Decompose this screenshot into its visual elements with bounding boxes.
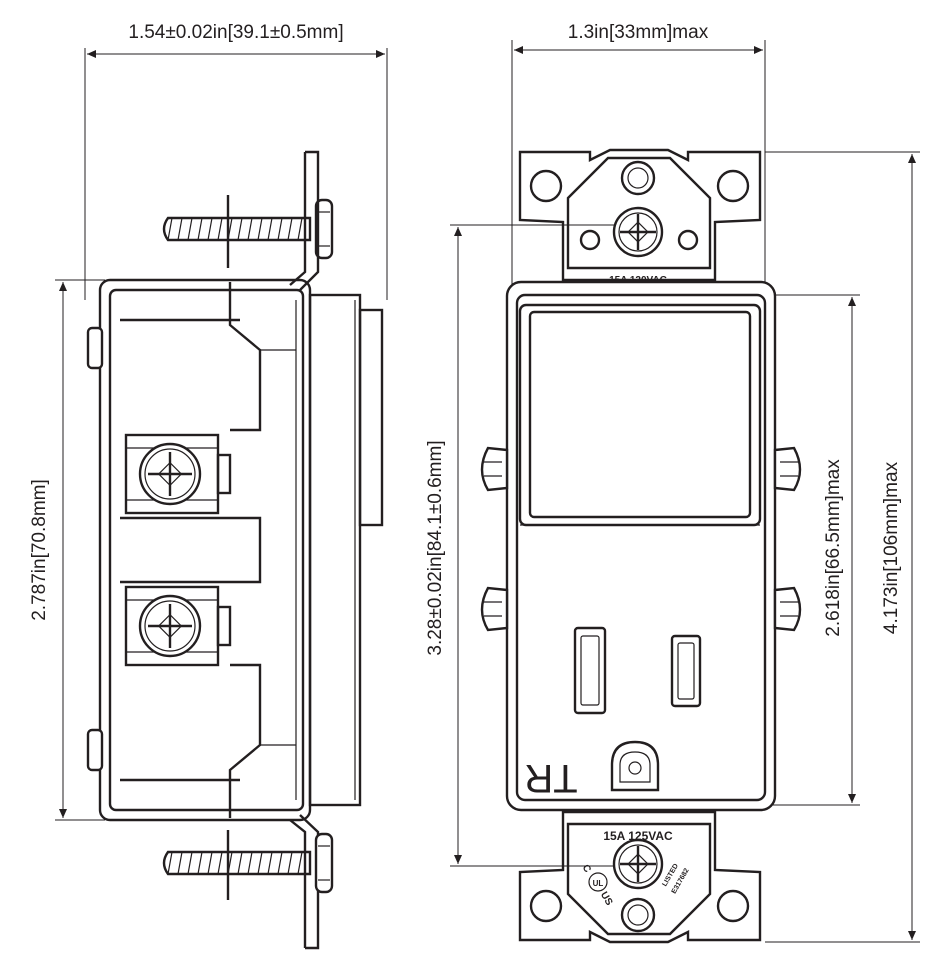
mount-spacing-label: 3.28±0.02in[84.1±0.6mm] (425, 440, 446, 655)
cert-us-label: US (598, 890, 615, 908)
dim-front-width: 1.3in[33mm]max (511, 22, 766, 300)
upper-mounting-screw (162, 195, 334, 268)
top-mounting-strap: 15A 120VAC (518, 148, 762, 286)
lower-terminal (124, 585, 232, 667)
cert-c-label: C (580, 863, 593, 875)
switch-rating-label: 15A 120VAC (609, 275, 667, 286)
side-height-label: 2.787in[70.8mm] (29, 479, 50, 621)
overall-height-label: 4.173in[106mm]max (881, 461, 902, 634)
front-width-label: 1.3in[33mm]max (568, 22, 709, 43)
outlet-rating-label: 15A 125VAC (603, 829, 673, 843)
dim-side-height: 2.787in[70.8mm] (29, 279, 105, 821)
side-housing (86, 278, 384, 822)
tamper-resistant-mark: TR (524, 756, 577, 800)
rocker-switch (518, 303, 762, 527)
dim-overall-height: 4.173in[106mm]max (765, 151, 920, 943)
dim-mount-spacing: 3.28±0.02in[84.1±0.6mm] (425, 224, 640, 867)
dim-side-width: 1.54±0.02in[39.1±0.5mm] (84, 22, 388, 300)
bottom-mounting-strap: 15A 125VAC C UL US LISTED E317682 (518, 810, 762, 944)
dim-body-height: 2.618in[66.5mm]max (770, 294, 860, 806)
body-height-label: 2.618in[66.5mm]max (823, 459, 844, 637)
svg-text:UL: UL (593, 879, 604, 888)
receptacle-face: TR (524, 626, 702, 800)
side-view: 1.54±0.02in[39.1±0.5mm] 2.787in[70.8mm] (29, 22, 388, 950)
upper-terminal (124, 433, 232, 515)
front-view: 1.3in[33mm]max 3.28±0.02in[84.1±0.6mm] 2… (425, 22, 920, 944)
side-width-label: 1.54±0.02in[39.1±0.5mm] (128, 22, 343, 43)
lower-mounting-screw (162, 830, 334, 900)
